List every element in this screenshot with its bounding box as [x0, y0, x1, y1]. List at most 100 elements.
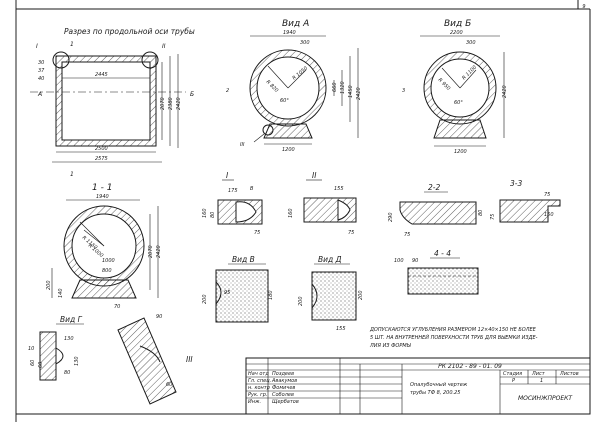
view-a-axis-mark: 2	[226, 88, 229, 94]
detail-ii-callout-circle	[141, 51, 159, 69]
view-b-angle: 60°	[454, 100, 463, 106]
sheet-corner-number: 9	[582, 4, 585, 10]
note-line-1: ДОПУСКАЮТСЯ УГЛУБЛЕНИЯ РАЗМЕРОМ 12×40×15…	[369, 327, 537, 333]
dim-height-2380: 2380	[168, 97, 174, 110]
view-a-callout: III	[240, 142, 245, 148]
detail-3-3: 3-3 75 75 150	[490, 179, 561, 223]
view-a-dim-right-4: 2420	[356, 87, 362, 100]
view-b-dim-top: 2200	[450, 30, 463, 36]
value-stage: Р	[512, 378, 515, 384]
general-note: ДОПУСКАЮТСЯ УГЛУБЛЕНИЯ РАЗМЕРОМ 12×40×15…	[369, 327, 538, 349]
detail-view-d-title: Вид Д	[318, 255, 342, 264]
longitudinal-section-title: Разрез по продольной оси трубы	[64, 27, 195, 36]
detail-22-body	[399, 201, 477, 225]
longitudinal-section: Разрез по продольной оси трубы I II 1 1 …	[30, 27, 195, 178]
name-2: Авакумов	[271, 378, 297, 384]
detail-view-g-dim-4: 80	[64, 370, 70, 376]
detail-view-d-dim-2: 200	[358, 290, 364, 300]
detail-view-g-body	[39, 331, 57, 381]
mark-ii-right: II	[162, 43, 166, 50]
detail-22-dim-2: 75	[404, 232, 410, 238]
section-11-dim-left-1: 200	[46, 280, 52, 290]
detail-view-v: Вид В 95 200 180	[202, 255, 274, 323]
detail-iii-dim-1: 90	[156, 314, 162, 320]
detail-i-dim-2: В	[250, 186, 254, 192]
detail-view-g-dim-3: 60	[38, 362, 44, 368]
section-11-dim-inner-2: 800	[102, 268, 112, 274]
detail-ii-dim-3: 75	[348, 230, 354, 236]
detail-i-dim-5: 75	[254, 230, 260, 236]
detail-22-dim-3: 80	[478, 210, 484, 216]
role-4: Рук. гр.	[248, 392, 268, 398]
section-11-dim-bottom-small: 70	[114, 304, 120, 310]
detail-view-g-dim-5: 130	[64, 336, 74, 342]
detail-44-body	[407, 267, 479, 295]
detail-i-dim-3: 160	[202, 208, 208, 218]
detail-view-v-title: Вид В	[232, 255, 255, 264]
view-a-angle: 60°	[280, 98, 289, 104]
section-11-dim-right-2: 2420	[156, 245, 162, 258]
name-1: Поздеев	[272, 371, 294, 377]
section-mark-bottom: 1	[70, 171, 74, 178]
view-b-title: Вид Б	[444, 19, 471, 29]
section-11-dim-left-2: 140	[58, 288, 64, 298]
view-a-dim-top: 1940	[283, 30, 296, 36]
detail-ii-dim-1: 155	[334, 186, 344, 192]
view-b-dim-right: 2420	[502, 85, 508, 98]
detail-i-dim-1: 175	[228, 188, 238, 194]
dim-small-40: 40	[38, 76, 44, 82]
dim-inner-length: 2445	[95, 72, 108, 78]
column-stage: Стадия	[503, 371, 522, 377]
view-a-dim-right-1: 660	[332, 82, 338, 92]
organization-name: МОСИНЖПРОЕКТ	[518, 395, 573, 402]
detail-iii-title: III	[186, 355, 193, 364]
detail-view-g-title: Вид Г	[60, 315, 83, 324]
detail-view-d-dim-1: 200	[298, 296, 304, 306]
detail-44-dim-1: 100	[394, 258, 404, 264]
view-a-dim-right-3: 1450	[348, 85, 354, 98]
detail-view-v-dim-2: 200	[202, 294, 208, 304]
view-a-dim-top-sub: 300	[300, 40, 310, 46]
section-11-title: 1 - 1	[92, 183, 112, 193]
detail-iii: III 90 60	[117, 314, 193, 405]
axis-b-label: Б	[190, 91, 194, 98]
role-2: Гл. спец.	[248, 378, 271, 384]
axis-a-label: А	[37, 91, 42, 98]
view-a-dim-bottom: 1200	[282, 147, 295, 153]
detail-2-2: 2-2 290 75 80	[388, 183, 484, 238]
detail-33-body	[499, 199, 561, 223]
detail-view-g: Вид Г 10 60 60 80 130 130	[28, 315, 84, 381]
detail-33-dim-3: 150	[544, 212, 554, 218]
view-b-dim-bottom: 1200	[454, 149, 467, 155]
detail-i-callout-circle	[52, 51, 70, 69]
detail-ii-dim-2: 160	[288, 208, 294, 218]
mark-i-left: I	[36, 43, 38, 50]
section-11-foot	[71, 279, 137, 299]
view-a-detail-iii-circle	[262, 124, 274, 136]
detail-view-d-dim-3: 155	[336, 326, 346, 332]
column-sheets: Листов	[559, 371, 579, 377]
role-1: Нач отд	[248, 371, 269, 377]
detail-i-dim-4: 80	[210, 212, 216, 218]
section-11-dim-top: 1940	[96, 194, 109, 200]
detail-ii-title: II	[312, 171, 317, 180]
name-4: Соболев	[272, 392, 294, 398]
pipe-longitudinal-cavity	[61, 61, 151, 141]
value-sheet: 1	[540, 378, 543, 384]
view-a-title: Вид А	[282, 19, 309, 29]
dim-small-37: 37	[38, 68, 45, 74]
detail-33-dim-1: 75	[490, 214, 496, 220]
role-3: н. контр	[248, 385, 270, 391]
detail-ii: II 155 160 75	[288, 171, 357, 236]
detail-iii-body	[117, 317, 177, 405]
view-a-dim-right-2: 1320	[340, 81, 346, 94]
dim-length-2500: 2500	[95, 146, 108, 152]
detail-33-title: 3-3	[510, 179, 522, 188]
detail-view-g-dim-6: 130	[74, 356, 80, 366]
section-11-dim-right-1: 2070	[148, 245, 154, 258]
detail-22-title: 2-2	[428, 183, 440, 192]
view-a: Вид А 1940 300 R 1050 R 820 60° III 2 12…	[226, 19, 362, 153]
detail-i: I 175 В 160 80 75	[202, 171, 263, 236]
role-5: Инж.	[248, 399, 261, 405]
